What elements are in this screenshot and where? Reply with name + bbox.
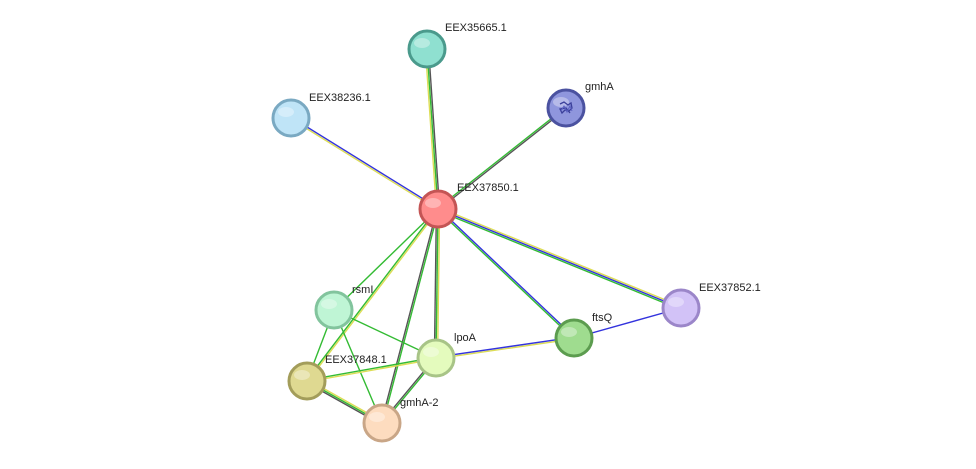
- edge-evidence-line: [436, 209, 574, 340]
- node-circle[interactable]: [271, 98, 311, 138]
- edge-evidence-line: [426, 48, 439, 210]
- edge-evidence-line: [435, 336, 574, 358]
- edge-evidence-line: [438, 108, 567, 211]
- node-eex37848-1[interactable]: EEX37848.1: [287, 354, 387, 401]
- edge-eex37850-1-eex38236-1[interactable]: [290, 116, 439, 211]
- node-circle[interactable]: [661, 288, 701, 328]
- node-circle[interactable]: [362, 403, 402, 443]
- edge-evidence-line: [435, 208, 439, 359]
- node-label: EEX37848.1: [325, 354, 387, 366]
- edge-evidence-line: [333, 208, 439, 311]
- node-circle[interactable]: [314, 290, 354, 330]
- edge-lpoa-eex37848-1[interactable]: [306, 356, 437, 383]
- edge-evidence-line: [307, 358, 437, 383]
- node-layer: EEX37850.1 EEX35665.1 gmhA EEX38236.1EEX378…: [271, 22, 761, 443]
- node-ftsq[interactable]: ftsQ: [554, 312, 613, 358]
- edge-evidence-line: [333, 309, 383, 424]
- edge-evidence-line: [436, 209, 441, 359]
- node-circle[interactable]: [287, 361, 327, 401]
- edge-eex37850-1-eex37848-1[interactable]: [305, 208, 440, 382]
- edge-evidence-line: [438, 206, 682, 308]
- edge-evidence-line: [307, 209, 440, 382]
- edge-ftsq-lpoa[interactable]: [435, 336, 575, 360]
- node-label: EEX38236.1: [309, 92, 371, 104]
- edge-evidence-line: [427, 48, 441, 209]
- edge-evidence-line: [291, 116, 439, 209]
- node-gmha-2[interactable]: gmhA-2: [362, 397, 439, 443]
- node-label: gmhA-2: [400, 397, 439, 409]
- edge-rsmi-gmha-2[interactable]: [333, 309, 383, 424]
- edge-eex37850-1-eex37852-1[interactable]: [437, 206, 682, 311]
- edge-evidence-line: [290, 118, 438, 211]
- node-label: EEX37850.1: [457, 182, 519, 194]
- node-gmha[interactable]: gmhA: [546, 81, 614, 128]
- node-label: ftsQ: [592, 312, 613, 324]
- node-label: lpoA: [454, 332, 477, 344]
- edge-eex37850-1-gmha-2[interactable]: [380, 208, 440, 424]
- edge-eex37850-1-rsmi[interactable]: [333, 208, 439, 311]
- edge-eex37850-1-eex35665-1[interactable]: [424, 48, 441, 210]
- node-circle[interactable]: [554, 318, 594, 358]
- edge-evidence-line: [305, 208, 438, 381]
- node-circle[interactable]: [418, 189, 458, 229]
- edge-eex37850-1-ftsq[interactable]: [436, 207, 576, 340]
- edge-evidence-line: [437, 106, 566, 209]
- edge-evidence-line: [424, 49, 438, 210]
- node-label: gmhA: [585, 81, 614, 93]
- edge-eex37850-1-lpoa[interactable]: [433, 208, 441, 359]
- node-circle[interactable]: [416, 338, 456, 378]
- edge-evidence-line: [437, 208, 682, 309]
- edge-evidence-line: [433, 208, 438, 358]
- node-circle[interactable]: [407, 29, 447, 69]
- edge-evidence-line: [380, 208, 438, 423]
- edge-eex37850-1-gmha[interactable]: [437, 106, 567, 211]
- edge-layer: [290, 48, 682, 426]
- node-label: EEX37852.1: [699, 282, 761, 294]
- node-eex38236-1[interactable]: EEX38236.1: [271, 92, 371, 138]
- node-label: rsmI: [352, 284, 373, 296]
- node-label: EEX35665.1: [445, 22, 507, 34]
- node-eex35665-1[interactable]: EEX35665.1: [407, 22, 507, 69]
- edge-evidence-line: [438, 207, 576, 338]
- edge-evidence-line: [306, 356, 436, 381]
- edge-evidence-line: [437, 209, 681, 311]
- protein-structure-icon: [559, 101, 573, 115]
- edge-evidence-line: [382, 209, 440, 424]
- edge-evidence-line: [436, 338, 575, 360]
- node-eex37852-1[interactable]: EEX37852.1: [661, 282, 761, 328]
